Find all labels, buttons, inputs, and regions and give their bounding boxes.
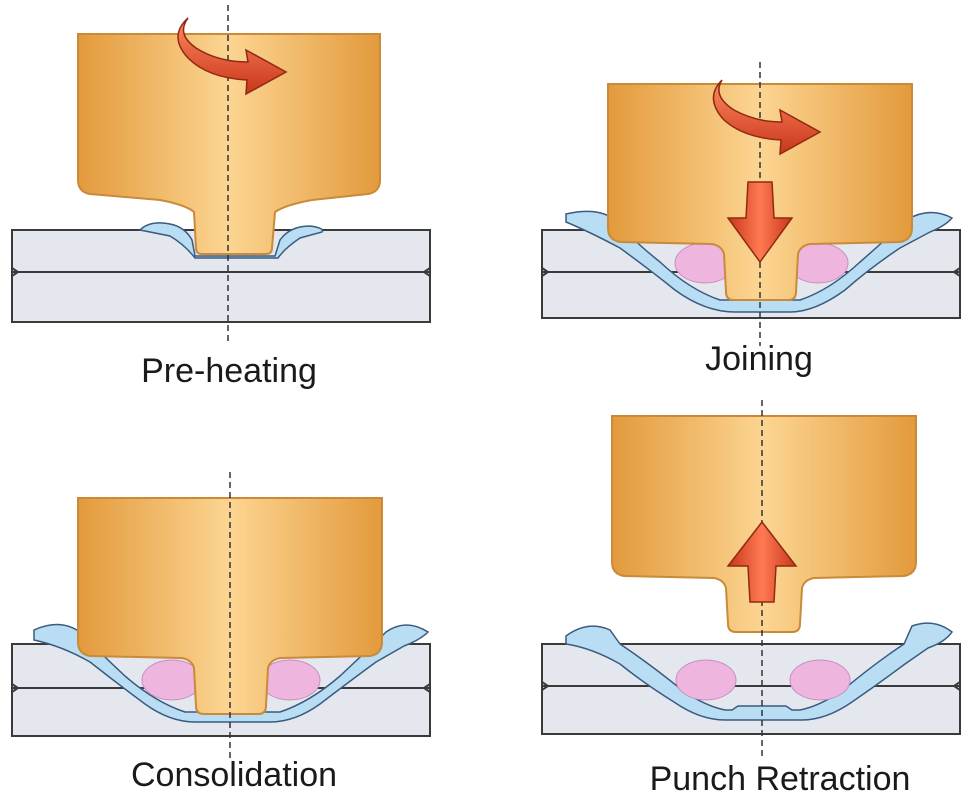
rotation-arrow-icon [177, 17, 288, 96]
up-arrow-icon [726, 520, 798, 603]
panel-label-pre-heating: Pre-heating [141, 352, 317, 390]
panel-label-punch-retraction: Punch Retraction [650, 760, 911, 797]
softened-material [33, 623, 430, 723]
stir-zone [675, 659, 737, 701]
rotation-arrow-icon [712, 79, 822, 156]
stir-zone [789, 659, 851, 701]
workpiece-sheets [11, 229, 431, 323]
down-arrow-icon [726, 181, 794, 264]
friction-tool [77, 33, 381, 255]
panel-joining: Joining [541, 62, 961, 378]
softened-material [565, 210, 954, 313]
softened-material [138, 222, 324, 259]
panel-label-consolidation: Consolidation [131, 756, 337, 794]
panel-punch-retraction: Punch Retraction [541, 400, 961, 797]
panel-label-joining: Joining [705, 340, 813, 378]
panel-consolidation: Consolidation [11, 472, 431, 794]
panel-pre-heating: Pre-heating [11, 5, 431, 390]
